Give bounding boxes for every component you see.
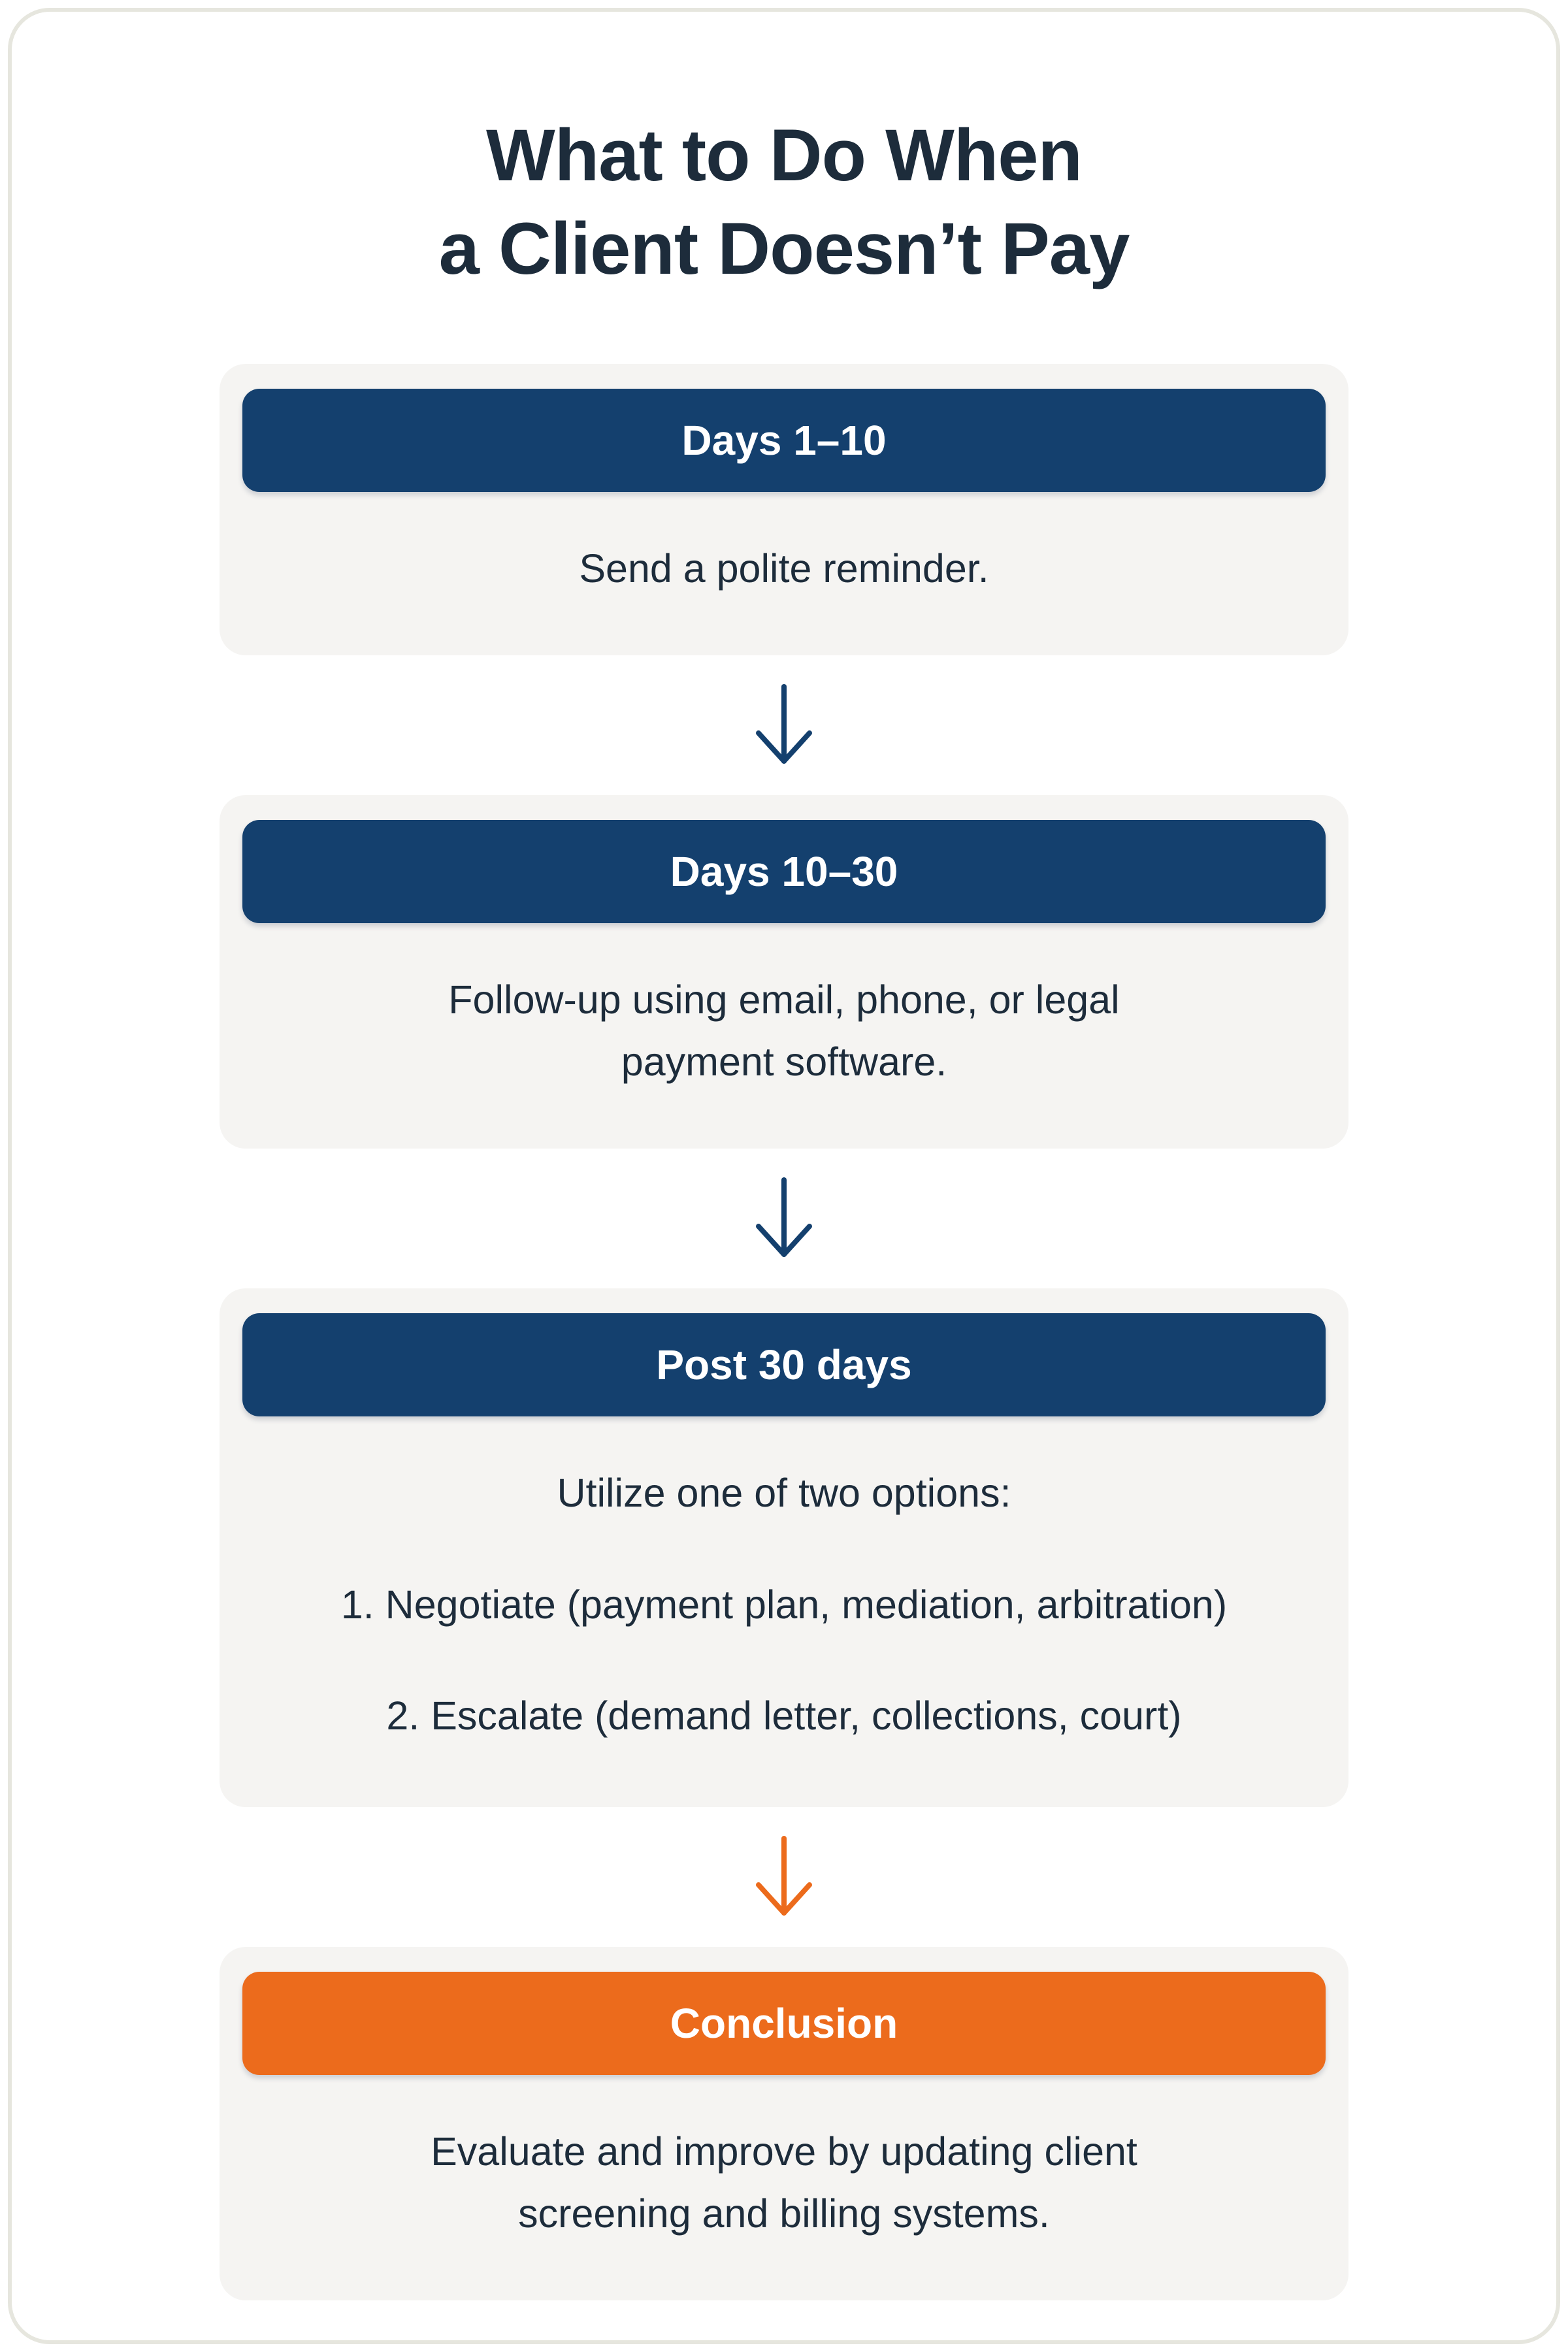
step-header-post-30-days: Post 30 days [242, 1313, 1326, 1417]
down-arrow-icon [12, 1835, 1556, 1919]
step-card-days-10-30: Days 10–30 Follow-up using email, phone,… [220, 795, 1348, 1149]
infographic-page: What to Do When a Client Doesn’t Pay Days… [8, 8, 1560, 2344]
page-title-line2: a Client Doesn’t Pay [438, 208, 1130, 290]
down-arrow-icon [12, 1176, 1556, 1261]
step-card-post-30-days: Post 30 days Utilize one of two options:… [220, 1288, 1348, 1807]
conclusion-card: Conclusion Evaluate and improve by updat… [220, 1947, 1348, 2301]
step-header-days-10-30: Days 10–30 [242, 820, 1326, 924]
step-body-post-30-days: Utilize one of two options: 1. Negotiate… [242, 1416, 1326, 1807]
down-arrow-icon [12, 683, 1556, 768]
page-title: What to Do When a Client Doesn’t Pay [12, 108, 1556, 296]
step-body-line: Follow-up using email, phone, or legal [448, 977, 1120, 1022]
page-title-line1: What to Do When [486, 114, 1083, 196]
step-option-negotiate: 1. Negotiate (payment plan, mediation, a… [340, 1582, 1228, 1627]
step-body-days-10-30: Follow-up using email, phone, or legal pa… [242, 923, 1326, 1149]
down-arrow-glyph [756, 684, 812, 764]
step-body-line: payment software. [621, 1039, 947, 1084]
step-card-days-1-10: Days 1–10 Send a polite reminder. [220, 363, 1348, 656]
conclusion-body-line: Evaluate and improve by updating client [431, 2129, 1137, 2174]
conclusion-body-line: screening and billing systems. [518, 2191, 1050, 2236]
down-arrow-glyph [756, 1836, 812, 1916]
conclusion-body: Evaluate and improve by updating client s… [242, 2075, 1326, 2300]
down-arrow-glyph [756, 1177, 812, 1258]
step-body-line: Send a polite reminder. [579, 546, 989, 591]
conclusion-header: Conclusion [242, 1972, 1326, 2075]
step-body-days-1-10: Send a polite reminder. [242, 492, 1326, 656]
step-body-intro: Utilize one of two options: [557, 1471, 1011, 1516]
step-header-days-1-10: Days 1–10 [242, 388, 1326, 492]
step-option-escalate: 2. Escalate (demand letter, collections,… [386, 1693, 1182, 1739]
